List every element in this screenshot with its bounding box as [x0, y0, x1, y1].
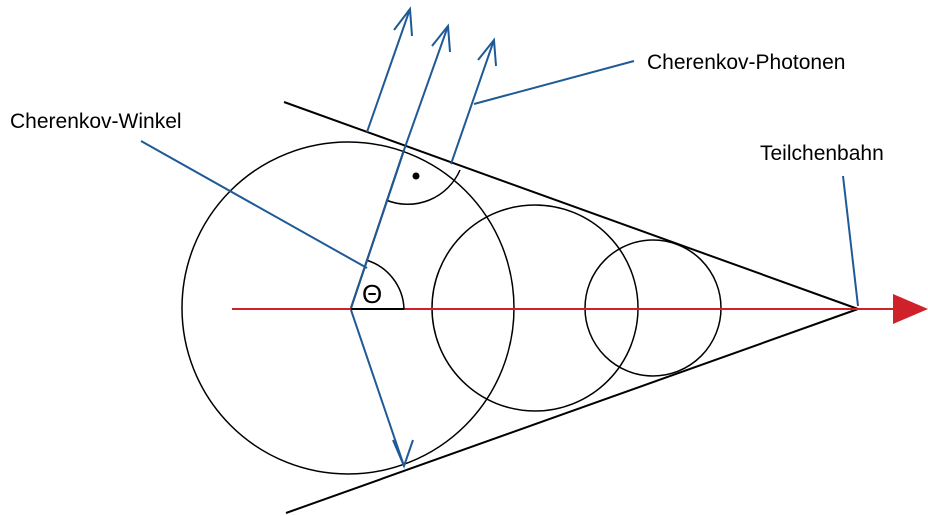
leader-cherenkov-photons: [473, 60, 635, 105]
label-cherenkov-photons: Cherenkov-Photonen: [647, 51, 845, 74]
photon-arrow-2-head: [431, 23, 451, 53]
label-particle-track: Teilchenbahn: [760, 142, 884, 165]
photon-arrow-3-head: [477, 37, 497, 67]
label-theta: Θ: [362, 279, 382, 309]
leader-cherenkov-angle: [140, 140, 368, 269]
cone-lower-line: [285, 308, 859, 514]
right-angle-dot: [412, 172, 420, 180]
emission-vector-upper: [350, 149, 405, 309]
emission-vector-lower: [350, 309, 405, 467]
cone-upper-line: [283, 101, 859, 310]
particle-track-arrowhead: [893, 294, 928, 324]
theta-angle-arc: [365, 259, 405, 310]
photon-arrow-1-head: [393, 6, 413, 37]
photon-arrow-1: [366, 8, 411, 133]
photon-arrow-2: [403, 25, 449, 151]
label-cherenkov-angle: Cherenkov-Winkel: [10, 110, 182, 133]
right-angle-arc: [385, 169, 461, 206]
emission-vector-lower-arrowhead: [392, 439, 414, 469]
photon-arrow-3: [450, 39, 495, 165]
leader-particle-track: [842, 175, 859, 307]
